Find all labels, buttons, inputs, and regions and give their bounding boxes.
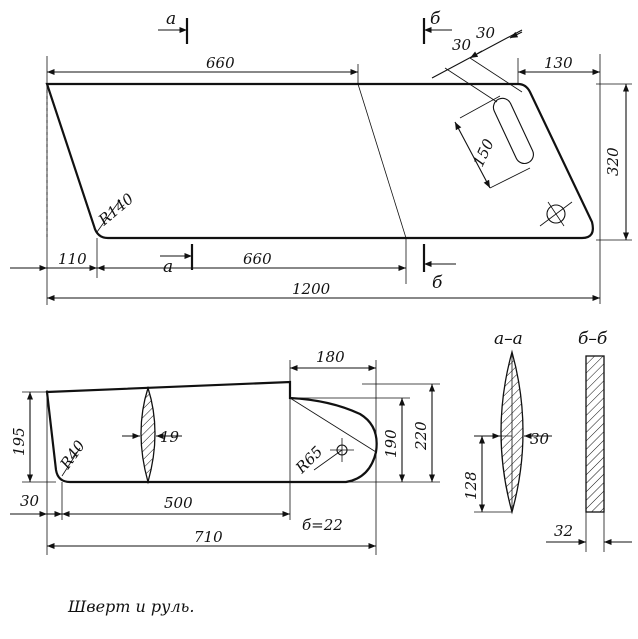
section-bb-profile <box>585 355 605 513</box>
dim-r65: R65 <box>291 443 326 478</box>
dim-320: 320 <box>604 147 622 176</box>
leader-r140 <box>96 199 121 233</box>
dim-110: 110 <box>58 250 87 268</box>
dim-30-rudder: 30 <box>20 492 40 510</box>
pivot-hole <box>546 204 566 224</box>
section-aa: а–а 30 128 <box>462 329 552 515</box>
dim-30a: 30 <box>452 36 472 54</box>
dim-500: 500 <box>164 494 193 512</box>
dim-190: 190 <box>382 429 400 458</box>
rudder-section-inline <box>140 385 156 485</box>
dim-130: 130 <box>544 54 573 72</box>
dim-r140: R140 <box>94 189 137 229</box>
dim-b22: б=22 <box>302 516 343 534</box>
dim-220: 220 <box>412 421 430 451</box>
rudder-view: 180 195 R40 19 R65 190 220 30 500 б=22 7… <box>10 348 440 555</box>
dim-30b: 30 <box>476 24 496 42</box>
dim-r40: R40 <box>56 437 89 473</box>
centerboard-slot <box>492 97 534 165</box>
dim-19: 19 <box>160 428 180 446</box>
cut-mark-b-bottom <box>422 244 456 272</box>
dim-1200: 1200 <box>292 280 331 298</box>
dim-660-bottom: 660 <box>243 250 272 268</box>
dim-180: 180 <box>316 348 345 366</box>
rudder-outline <box>45 380 378 484</box>
leader-r40 <box>61 447 81 477</box>
dim-150: 150 <box>469 136 498 170</box>
cut-mark-b-top <box>422 18 452 44</box>
dim-aa-128: 128 <box>462 471 480 500</box>
cut-mark-a-top <box>158 18 189 44</box>
dim-660-top: 660 <box>206 54 235 72</box>
dim-195: 195 <box>10 427 28 456</box>
dim-aa-30: 30 <box>530 430 550 448</box>
label-b-bottom: б <box>432 273 443 293</box>
section-line-a-profile <box>357 83 407 239</box>
centerboard-view: a б a б 660 30 30 130 150 320 R140 110 6… <box>10 9 632 305</box>
label-a-top: a <box>166 9 176 29</box>
centerboard-outline <box>45 82 594 240</box>
label-b-top: б <box>430 9 441 29</box>
label-a-bottom: a <box>163 257 173 277</box>
section-bb-title: б–б <box>578 329 608 349</box>
section-bb: б–б 32 <box>546 329 632 552</box>
section-aa-title: а–а <box>494 329 523 349</box>
cut-mark-a-bottom <box>160 244 194 270</box>
dim-710: 710 <box>194 528 223 546</box>
dim-line-150 <box>454 121 491 189</box>
dim-bb-32: 32 <box>554 522 573 540</box>
drawing-caption: Шверт и руль. <box>67 597 194 616</box>
